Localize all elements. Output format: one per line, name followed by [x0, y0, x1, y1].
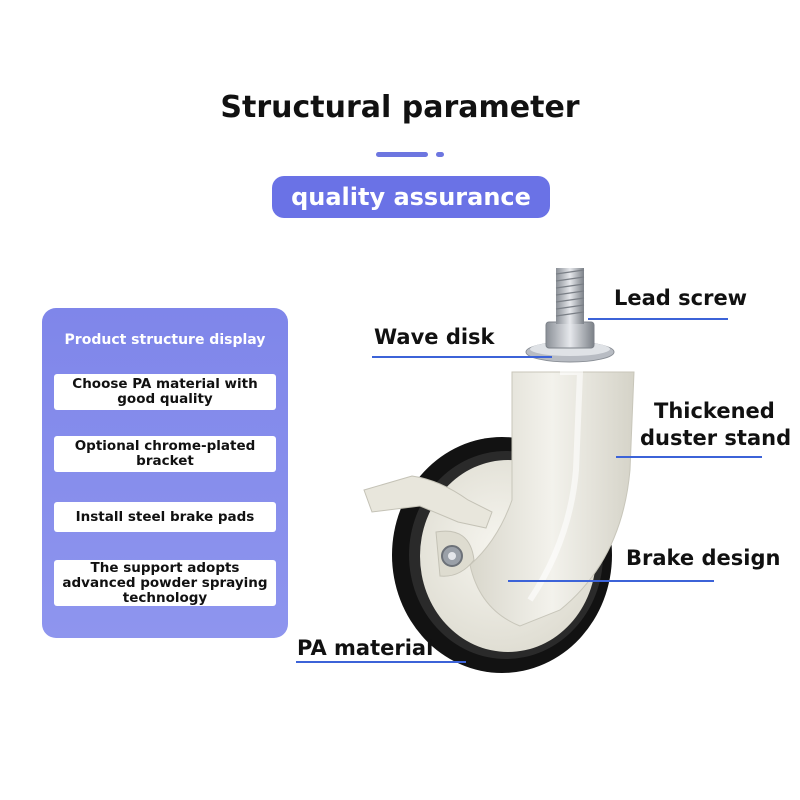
wave-disk-callout-line	[372, 356, 552, 358]
product-structure-panel: Product structure display Choose PA mate…	[42, 308, 288, 638]
feature-item-chrome-bracket: Optional chrome-plated bracket	[54, 436, 276, 472]
pa-material-callout-line	[296, 661, 466, 663]
feature-item-pa-material: Choose PA material with good quality	[54, 374, 276, 410]
thickened-label: Thickened	[654, 399, 775, 423]
feature-item-brake-pads: Install steel brake pads	[54, 502, 276, 532]
title-underline	[376, 152, 428, 157]
quality-assurance-badge: quality assurance	[272, 176, 550, 218]
lead-screw-label: Lead screw	[614, 286, 748, 310]
page-title: Structural parameter	[220, 90, 580, 125]
title-underline-dot	[436, 152, 444, 157]
lead-screw-callout-line	[588, 318, 728, 320]
hex-nut	[545, 321, 595, 349]
fork-stand	[469, 371, 635, 627]
duster-stand-callout-line	[616, 456, 762, 458]
duster-stand-label: duster stand	[640, 426, 792, 450]
feature-item-powder-spraying: The support adopts advanced powder spray…	[54, 560, 276, 606]
brake-design-label: Brake design	[626, 546, 781, 570]
pa-material-label: PA material	[297, 636, 434, 660]
wave-disk-label: Wave disk	[374, 325, 495, 349]
brake-design-callout-line	[508, 580, 714, 582]
brake-pedal	[363, 475, 493, 529]
panel-heading: Product structure display	[64, 332, 266, 348]
